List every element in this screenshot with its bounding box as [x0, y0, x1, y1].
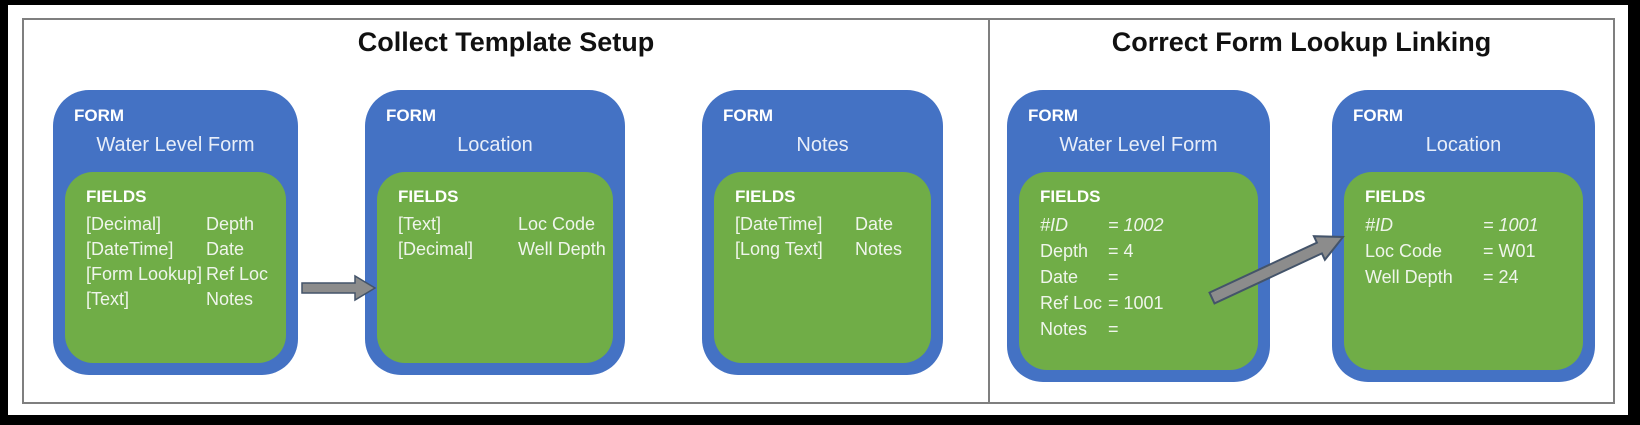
field-type: [Long Text]	[735, 239, 823, 259]
form-card-location-linked: FORM Location FIELDS #ID = 1001 Loc Code…	[1332, 90, 1595, 382]
field-row: [Text] Notes	[86, 287, 276, 312]
field-name: Well Depth	[518, 239, 606, 259]
form-card-water-level-form: FORM Water Level Form FIELDS [Decimal] D…	[53, 90, 298, 375]
field-value: = 24	[1483, 267, 1519, 287]
field-value: = 4	[1108, 241, 1134, 261]
field-value: = 1001	[1108, 293, 1164, 313]
form-card-location: FORM Location FIELDS [Text] Loc Code [De…	[365, 90, 625, 375]
field-name: Ref Loc	[206, 264, 269, 284]
field-name: Well Depth	[1365, 267, 1453, 287]
field-type: [DateTime]	[735, 214, 823, 234]
fields-box: FIELDS [Decimal] Depth [DateTime] Date […	[65, 172, 286, 363]
field-name: Depth	[206, 214, 255, 234]
field-type: [Decimal]	[86, 214, 162, 234]
field-name: Depth	[1040, 241, 1089, 261]
field-name: Ref Loc	[1040, 293, 1103, 313]
panel-divider	[988, 18, 990, 404]
field-value: = W01	[1483, 241, 1536, 261]
field-row: [Decimal] Depth	[86, 212, 276, 237]
field-name: Loc Code	[1365, 241, 1443, 261]
fields-box: FIELDS [DateTime] Date [Long Text] Notes	[714, 172, 931, 363]
form-label: FORM	[74, 106, 125, 125]
panel-title-collect-template-setup: Collect Template Setup	[357, 27, 655, 57]
form-name: Water Level Form	[96, 134, 255, 156]
field-name: #ID	[1365, 215, 1394, 235]
field-row: Ref Loc = 1001	[1040, 290, 1248, 316]
field-value: = 1001	[1483, 215, 1539, 235]
panel-title-correct-form-lookup-linking: Correct Form Lookup Linking	[1111, 27, 1492, 57]
field-value: =	[1108, 319, 1119, 339]
field-name: Notes	[855, 239, 903, 259]
field-row: [Form Lookup] Ref Loc	[86, 262, 276, 287]
fields-box: FIELDS #ID = 1002 Depth = 4 Date = Ref L…	[1019, 172, 1258, 370]
fields-box: FIELDS #ID = 1001 Loc Code = W01 Well De…	[1344, 172, 1583, 370]
field-row: [Decimal] Well Depth	[398, 237, 606, 262]
field-name: Notes	[206, 289, 254, 309]
field-name: Notes	[1040, 319, 1088, 339]
form-name: Notes	[796, 134, 849, 156]
fields-box: FIELDS [Text] Loc Code [Decimal] Well De…	[377, 172, 613, 363]
field-type: [Form Lookup]	[86, 264, 203, 284]
field-type: [Text]	[398, 214, 442, 234]
form-card-notes: FORM Notes FIELDS [DateTime] Date [Long …	[702, 90, 943, 375]
field-row: Date =	[1040, 264, 1248, 290]
field-value: = 1002	[1108, 215, 1164, 235]
field-name: Date	[1040, 267, 1079, 287]
field-name: Date	[206, 239, 245, 259]
form-label: FORM	[723, 106, 774, 125]
fields-label: FIELDS	[1365, 187, 1426, 206]
field-row: [DateTime] Date	[86, 237, 276, 262]
field-name: #ID	[1040, 215, 1069, 235]
lookup-link-arrow-icon	[1208, 235, 1346, 305]
flow-arrow-icon	[301, 274, 377, 302]
field-type: [Text]	[86, 289, 130, 309]
field-row: Loc Code = W01	[1365, 238, 1573, 264]
form-card-water-level-form-linked: FORM Water Level Form FIELDS #ID = 1002 …	[1007, 90, 1270, 382]
field-row: [Text] Loc Code	[398, 212, 603, 237]
field-row: [DateTime] Date	[735, 212, 921, 237]
form-label: FORM	[1028, 106, 1079, 125]
field-type: [Decimal]	[398, 239, 474, 259]
field-name: Loc Code	[518, 214, 596, 234]
field-row: Depth = 4	[1040, 238, 1248, 264]
form-name: Location	[457, 134, 533, 156]
field-row: Notes =	[1040, 316, 1248, 342]
fields-label: FIELDS	[398, 187, 459, 206]
field-row-id: #ID = 1001	[1365, 212, 1573, 238]
field-row: [Long Text] Notes	[735, 237, 921, 262]
fields-label: FIELDS	[735, 187, 796, 206]
form-name: Location	[1425, 134, 1502, 156]
field-name: Date	[855, 214, 894, 234]
field-row-id: #ID = 1002	[1040, 212, 1248, 238]
form-label: FORM	[1353, 106, 1404, 125]
fields-label: FIELDS	[86, 187, 147, 206]
fields-label: FIELDS	[1040, 187, 1101, 206]
field-row: Well Depth = 24	[1365, 264, 1573, 290]
field-type: [DateTime]	[86, 239, 174, 259]
form-name: Water Level Form	[1059, 134, 1218, 156]
form-label: FORM	[386, 106, 437, 125]
field-value: =	[1108, 267, 1119, 287]
